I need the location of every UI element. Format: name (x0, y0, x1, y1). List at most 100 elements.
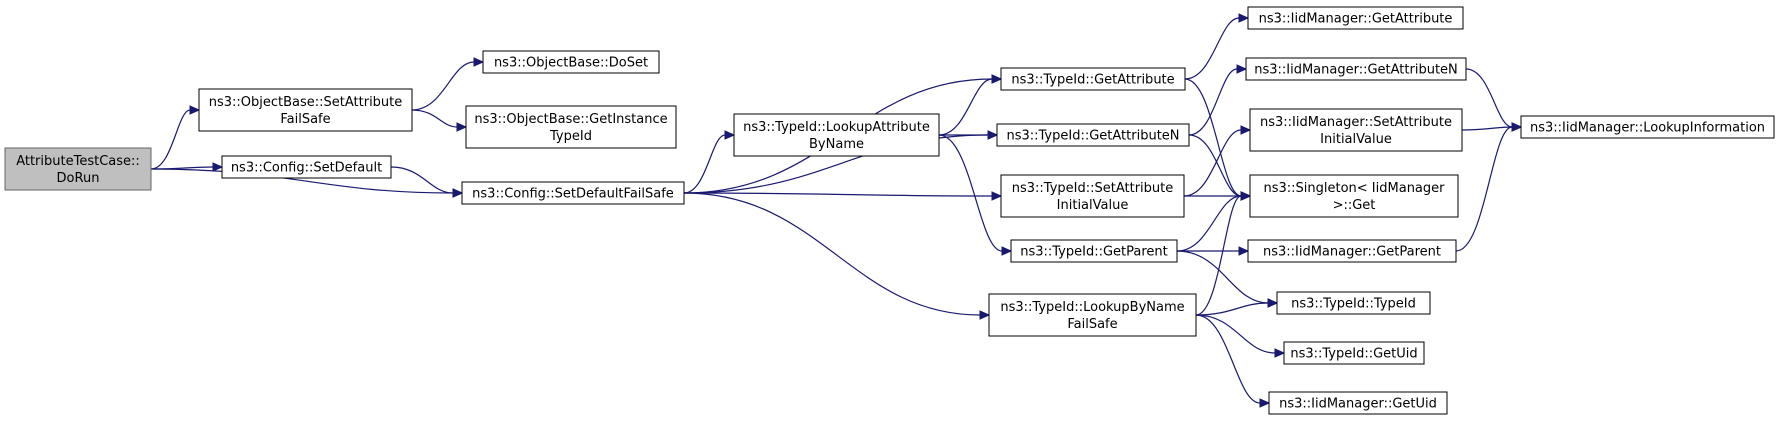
arrowhead-typeid-setattrinit-to-iid-setattrinit (1240, 125, 1252, 135)
node-typeid-getattribute-box[interactable] (1000, 67, 1186, 91)
node-iid-getuid-box[interactable] (1268, 391, 1448, 415)
node-doset-box[interactable] (482, 50, 660, 74)
edge-typeid-getparent-to-typeid-typeid (1176, 250, 1269, 304)
node-typeid-getattribute[interactable]: ns3::TypeId::GetAttribute (1000, 67, 1186, 91)
node-iid-getparent[interactable]: ns3::IidManager::GetParent (1247, 239, 1457, 263)
arrowhead-root-to-config-setdefault (212, 162, 224, 172)
arrowhead-typeid-lookupbynamefs-to-typeid-typeid (1267, 298, 1279, 308)
node-root-label-0: AttributeTestCase:: (16, 154, 140, 169)
node-iid-setattrinit-box[interactable] (1249, 108, 1463, 152)
nodes-layer: AttributeTestCase::DoRun ns3::ObjectBase:… (4, 6, 1775, 415)
node-iid-getparent-box[interactable] (1247, 239, 1457, 263)
edge-config-setdefaultfs-to-typeid-lookupbynamefs (683, 192, 981, 316)
edge-typeid-lookupbynamefs-to-iid-getuid (1195, 314, 1261, 404)
node-setattrfs-box[interactable] (198, 88, 413, 132)
node-iid-getattribute[interactable]: ns3::IidManager::GetAttribute (1247, 6, 1464, 30)
edge-iid-getattributen-to-iid-lookupinfo (1465, 68, 1513, 128)
node-typeid-getparent-box[interactable] (1010, 239, 1178, 263)
node-getinstancetypeid-label-0: ns3::ObjectBase::GetInstance (474, 112, 667, 127)
node-iid-lookupinfo-label-0: ns3::IidManager::LookupInformation (1530, 121, 1765, 136)
edge-lookupattrbyname-to-typeid-getattribute (938, 78, 993, 136)
arrowhead-lookupattrbyname-to-typeid-getattributen (987, 130, 999, 140)
node-iid-getattributen[interactable]: ns3::IidManager::GetAttributeN (1245, 57, 1467, 81)
node-typeid-lookupbynamefs-box[interactable] (988, 293, 1197, 337)
arrowhead-setattrfs-to-doset (473, 57, 485, 67)
edge-setattrfs-to-doset (411, 61, 475, 111)
node-iid-lookupinfo-box[interactable] (1520, 115, 1775, 139)
node-iid-getattributen-box[interactable] (1245, 57, 1467, 81)
edge-typeid-getparent-to-singleton-get (1176, 195, 1242, 252)
node-typeid-typeid[interactable]: ns3::TypeId::TypeId (1276, 291, 1431, 315)
arrowhead-setattrfs-to-getinstancetypeid (456, 122, 468, 132)
node-config-setdefault[interactable]: ns3::Config::SetDefault (221, 155, 392, 179)
node-setattrfs-label-1: FailSafe (280, 112, 330, 127)
edge-root-to-setattrfs (150, 109, 191, 170)
arrowhead-iid-getparent-to-iid-lookupinfo (1511, 122, 1523, 132)
arrowhead-typeid-getattributen-to-iid-getattributen (1236, 64, 1248, 74)
node-iid-getuid[interactable]: ns3::IidManager::GetUid (1268, 391, 1448, 415)
edge-typeid-lookupbynamefs-to-singleton-get (1195, 195, 1242, 316)
node-iid-getattribute-label-0: ns3::IidManager::GetAttribute (1259, 12, 1453, 27)
node-typeid-typeid-box[interactable] (1276, 291, 1431, 315)
node-typeid-setattrinit-label-1: InitialValue (1057, 198, 1129, 213)
edge-typeid-lookupbynamefs-to-typeid-getuid (1195, 314, 1276, 354)
arrowhead-lookupattrbyname-to-typeid-getparent (1001, 246, 1013, 256)
node-typeid-getparent-label-0: ns3::TypeId::GetParent (1020, 245, 1168, 260)
node-typeid-setattrinit-label-0: ns3::TypeId::SetAttribute (1012, 181, 1174, 196)
node-iid-getattribute-box[interactable] (1247, 6, 1464, 30)
arrowhead-typeid-lookupbynamefs-to-typeid-getuid (1274, 348, 1286, 358)
edge-iid-setattrinit-to-iid-lookupinfo (1461, 126, 1513, 131)
edge-typeid-getattribute-to-iid-getattribute (1184, 17, 1240, 80)
node-typeid-lookupbynamefs-label-1: FailSafe (1067, 317, 1117, 332)
node-singleton-get-label-0: ns3::Singleton< IidManager (1263, 181, 1445, 196)
edge-config-setdefault-to-config-setdefaultfs (390, 166, 454, 194)
node-typeid-getattributen[interactable]: ns3::TypeId::GetAttributeN (996, 123, 1190, 147)
edge-config-setdefaultfs-to-typeid-getattributen (683, 134, 989, 194)
node-lookupattrbyname-label-1: ByName (809, 137, 864, 152)
node-typeid-getparent[interactable]: ns3::TypeId::GetParent (1010, 239, 1178, 263)
node-typeid-getattributen-box[interactable] (996, 123, 1190, 147)
edge-root-to-config-setdefaultfs (150, 168, 454, 194)
node-iid-getparent-label-0: ns3::IidManager::GetParent (1263, 245, 1441, 260)
node-config-setdefault-box[interactable] (221, 155, 392, 179)
node-typeid-getattributen-label-0: ns3::TypeId::GetAttributeN (1006, 129, 1179, 144)
arrowhead-typeid-getattribute-to-iid-getattribute (1238, 13, 1250, 23)
node-singleton-get-box[interactable] (1249, 174, 1459, 218)
edge-typeid-getattribute-to-singleton-get (1184, 78, 1242, 197)
edge-typeid-getattributen-to-iid-getattributen (1188, 68, 1238, 136)
edge-lookupattrbyname-to-typeid-getparent (938, 134, 1003, 252)
node-iid-setattrinit-label-0: ns3::IidManager::SetAttribute (1260, 115, 1452, 130)
arrowhead-config-setdefaultfs-to-typeid-lookupbynamefs (979, 310, 991, 320)
node-iid-setattrinit[interactable]: ns3::IidManager::SetAttributeInitialValu… (1249, 108, 1463, 152)
edge-typeid-setattrinit-to-iid-setattrinit (1183, 129, 1242, 197)
node-config-setdefaultfs[interactable]: ns3::Config::SetDefaultFailSafe (461, 181, 685, 205)
node-getinstancetypeid-label-1: TypeId (549, 129, 592, 144)
node-iid-getattributen-label-0: ns3::IidManager::GetAttributeN (1254, 63, 1458, 78)
edge-iid-getparent-to-iid-lookupinfo (1455, 126, 1513, 252)
node-typeid-getuid[interactable]: ns3::TypeId::GetUid (1283, 341, 1425, 365)
node-typeid-setattrinit-box[interactable] (1000, 174, 1185, 218)
node-getinstancetypeid-box[interactable] (465, 105, 677, 149)
node-iid-lookupinfo[interactable]: ns3::IidManager::LookupInformation (1520, 115, 1775, 139)
node-doset[interactable]: ns3::ObjectBase::DoSet (482, 50, 660, 74)
node-singleton-get[interactable]: ns3::Singleton< IidManager>::Get (1249, 174, 1459, 218)
edge-setattrfs-to-getinstancetypeid (411, 109, 458, 128)
node-config-setdefaultfs-box[interactable] (461, 181, 685, 205)
node-root-box[interactable] (4, 147, 152, 191)
node-lookupattrbyname-label-0: ns3::TypeId::LookupAttribute (743, 120, 930, 135)
node-config-setdefaultfs-label-0: ns3::Config::SetDefaultFailSafe (472, 187, 674, 202)
edge-typeid-getattributen-to-singleton-get (1188, 134, 1242, 197)
node-root[interactable]: AttributeTestCase::DoRun (4, 147, 152, 191)
edges-layer (150, 13, 1523, 408)
node-typeid-getuid-box[interactable] (1283, 341, 1425, 365)
node-typeid-getattribute-label-0: ns3::TypeId::GetAttribute (1011, 73, 1174, 88)
node-root-label-1: DoRun (57, 171, 100, 186)
node-lookupattrbyname-box[interactable] (733, 113, 940, 157)
node-config-setdefault-label-0: ns3::Config::SetDefault (231, 161, 382, 176)
